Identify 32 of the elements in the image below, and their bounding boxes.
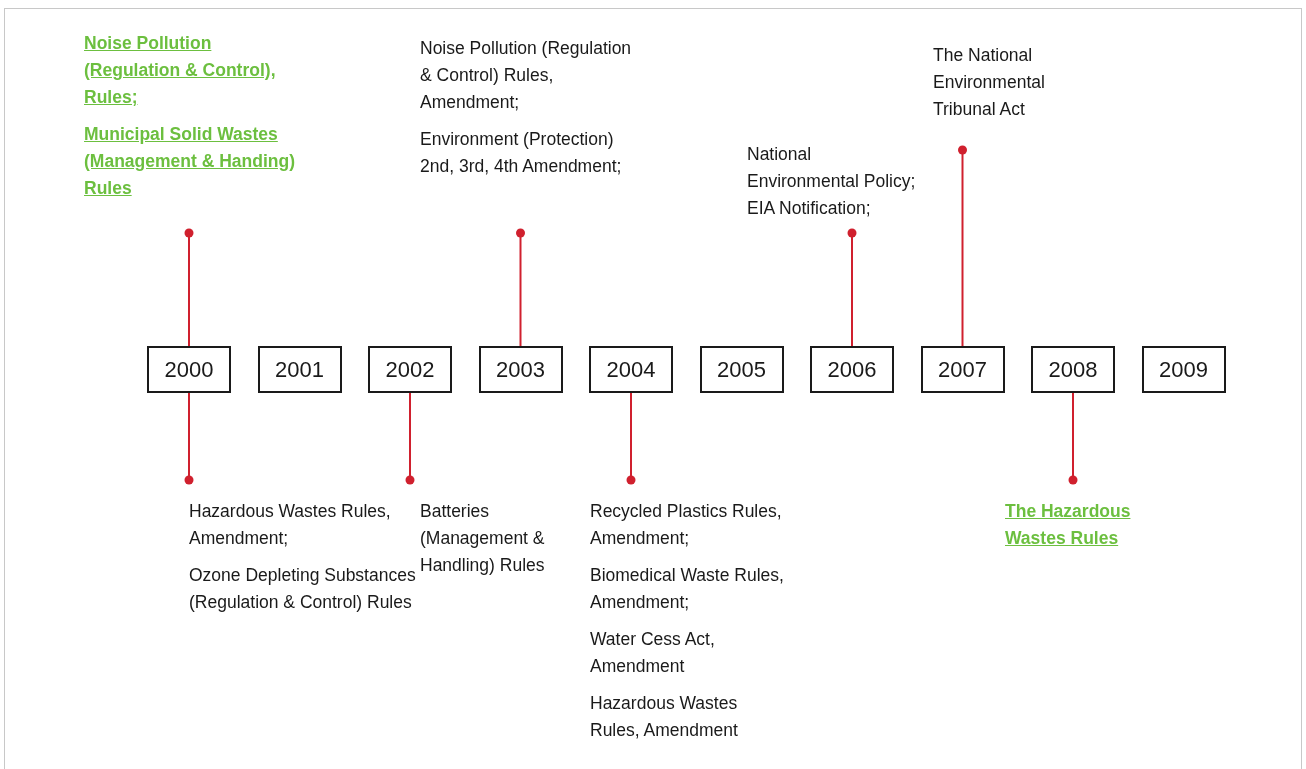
legislation-text: Biomedical Waste Rules, Amendment; <box>590 564 785 614</box>
year-box: 2007 <box>920 346 1005 393</box>
year-box: 2002 <box>368 346 452 393</box>
legislation-text: The National Environmental Tribunal Act <box>933 44 1046 121</box>
legislation-text: Environment (Protection) 2nd, 3rd, 4th Amendment; <box>420 128 623 178</box>
year-box: 2001 <box>257 346 342 393</box>
legislation-text: Hazardous Wastes Rules, Amendment <box>590 692 739 742</box>
year-box: 2006 <box>810 346 894 393</box>
leader-line <box>847 228 857 347</box>
year-box: 2005 <box>699 346 784 393</box>
legislation-text: Recycled Plastics Rules, Amendment; <box>590 500 783 550</box>
legislation-text: National Environmental Policy; EIA Notification; <box>747 143 917 220</box>
leader-line <box>1068 392 1078 485</box>
legislation-text: Noise Pollution (Regulation & Control) Rules, Amendment; <box>420 37 633 114</box>
leader-line <box>516 228 525 347</box>
leader-line <box>405 392 415 485</box>
year-box: 2008 <box>1031 346 1115 393</box>
legislation-text: Ozone Depleting Substances (Regulation & Control) Rules <box>189 564 417 614</box>
leader-line <box>626 392 636 485</box>
leader-line <box>184 228 194 347</box>
year-box: 2004 <box>589 346 673 393</box>
leader-line <box>958 145 967 347</box>
legislation-text: Water Cess Act, Amendment <box>590 628 716 678</box>
legislation-text: Hazardous Wastes Rules, Amendment; <box>189 500 392 550</box>
legislation-text: Municipal Solid Wastes (Management & Handing) Rules <box>84 123 296 200</box>
year-box: 2003 <box>478 346 563 393</box>
legislation-text: The Hazardous Wastes Rules <box>1005 500 1132 550</box>
year-box: 2009 <box>1141 346 1226 393</box>
legislation-text: Noise Pollution (Regulation & Control), Rules; <box>84 32 277 109</box>
year-box: 2000 <box>147 346 231 393</box>
legislation-text: Batteries (Management & Handling) Rules <box>420 500 546 577</box>
leader-line <box>184 392 194 485</box>
